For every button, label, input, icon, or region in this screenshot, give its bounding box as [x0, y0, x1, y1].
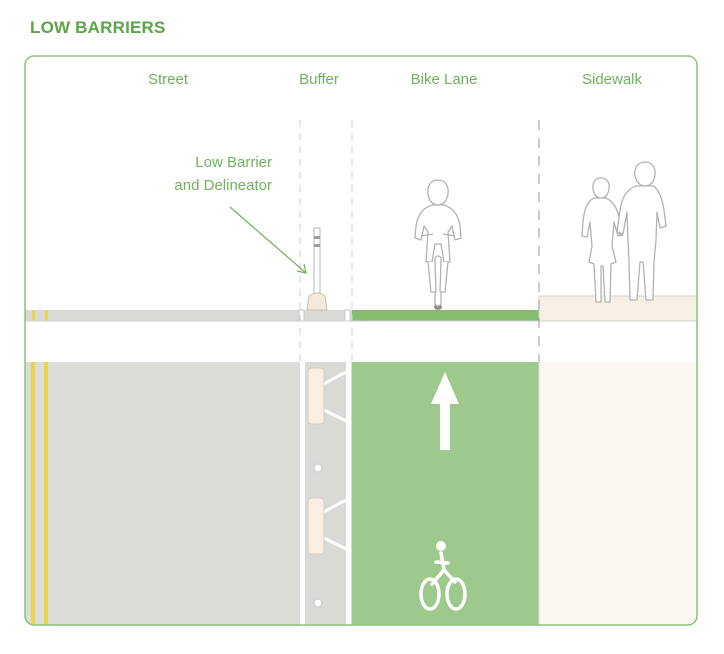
zone-label-bike-lane: Bike Lane: [411, 71, 478, 88]
bike-lane-section-surface: [352, 310, 539, 321]
delineator-post-icon: [306, 227, 328, 311]
callout-leader-line: [229, 206, 307, 274]
buffer-section-surface: [300, 310, 352, 321]
pedestrians-icon: [581, 161, 667, 303]
delineator-plan-dot-2: [313, 598, 323, 608]
street-plan-surface: [25, 362, 300, 625]
zone-label-sidewalk: Sidewalk: [582, 71, 643, 88]
street-section-surface: [25, 310, 300, 321]
sidewalk-plan-surface: [539, 362, 697, 625]
zone-label-street: Street: [148, 71, 189, 88]
callout-line-2: and Delineator: [174, 177, 272, 194]
low-barrier-plan-2: [307, 497, 347, 555]
diagram-frame: [24, 55, 698, 626]
centerline-left: [31, 362, 35, 625]
bike-symbol-icon: [419, 541, 467, 611]
callout-line-1: Low Barrier: [195, 154, 272, 171]
diagram-title: LOW BARRIERS: [30, 18, 166, 37]
delineator-plan-dot: [313, 463, 323, 473]
zone-label-buffer: Buffer: [299, 71, 339, 88]
centerline-right: [44, 362, 48, 625]
sidewalk-section-surface: [538, 295, 697, 322]
low-barrier-plan: [307, 367, 347, 425]
bicyclist-icon: [414, 179, 462, 310]
lane-arrow-icon: [431, 372, 459, 450]
